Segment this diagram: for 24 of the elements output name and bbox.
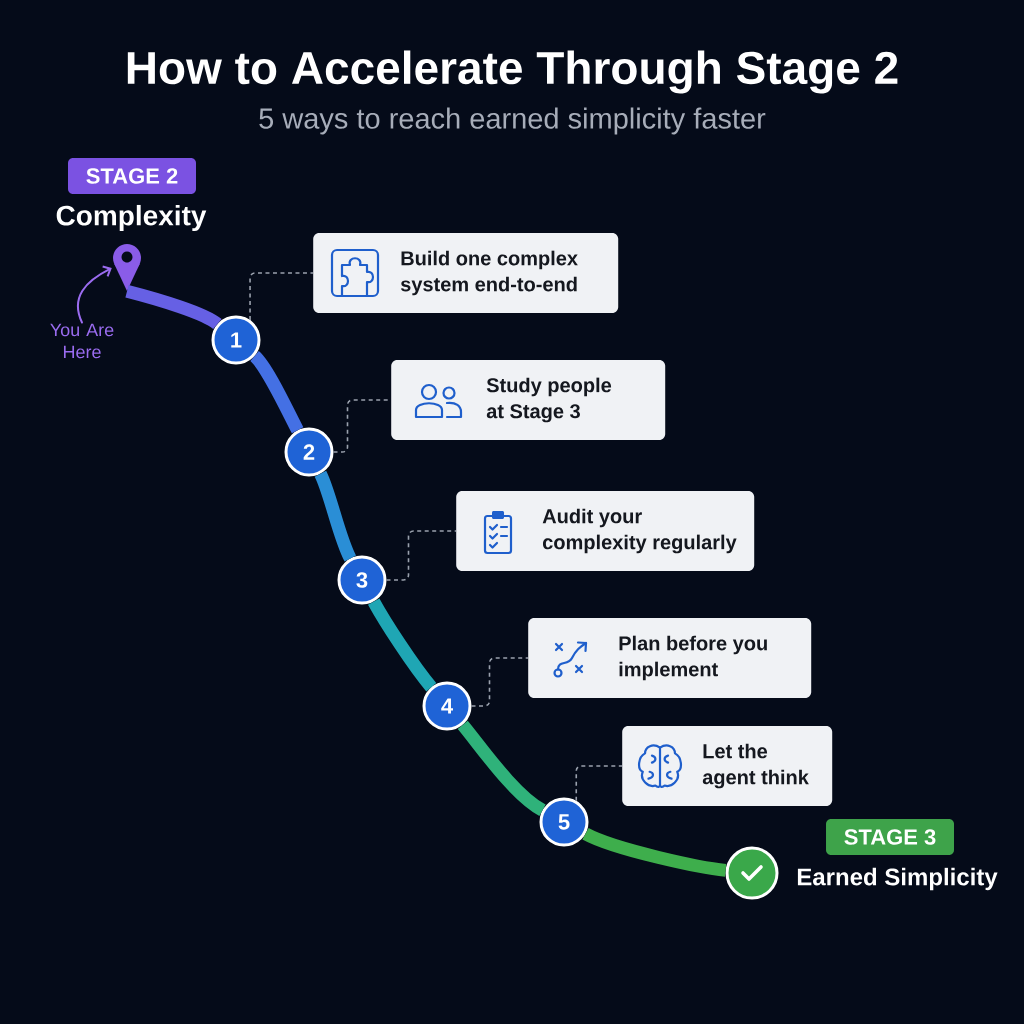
step-card: Audit your complexity regularly <box>456 491 755 571</box>
path-segment <box>314 470 357 562</box>
stage-badge: STAGE 3 <box>826 819 954 855</box>
step-card: Plan before you implement <box>528 618 812 698</box>
stage-badge: STAGE 2 <box>68 158 196 194</box>
curved-arrow <box>76 265 112 324</box>
title: How to Accelerate Through Stage 2 <box>127 50 898 94</box>
location-pin <box>113 244 141 291</box>
step-card: Let the agent think <box>622 726 833 806</box>
handwritten-note: You Are Here <box>50 323 114 359</box>
step-card: Study people at Stage 3 <box>391 360 666 440</box>
path-segment <box>457 720 546 816</box>
stage-name: Earned Simplicity <box>797 867 998 891</box>
leader-line <box>249 272 314 321</box>
path-segment <box>368 598 437 692</box>
step-card: Build one complex system end-to-end <box>313 233 619 313</box>
leader-line <box>385 530 457 581</box>
leader-line <box>575 765 623 802</box>
subtitle: 5 ways to reach earned simplicity faster <box>259 107 766 135</box>
path-segment <box>125 284 222 330</box>
leader-line <box>470 657 529 707</box>
stage-name: Complexity <box>56 204 207 232</box>
path-segment <box>249 351 304 434</box>
path-segment <box>582 827 727 877</box>
